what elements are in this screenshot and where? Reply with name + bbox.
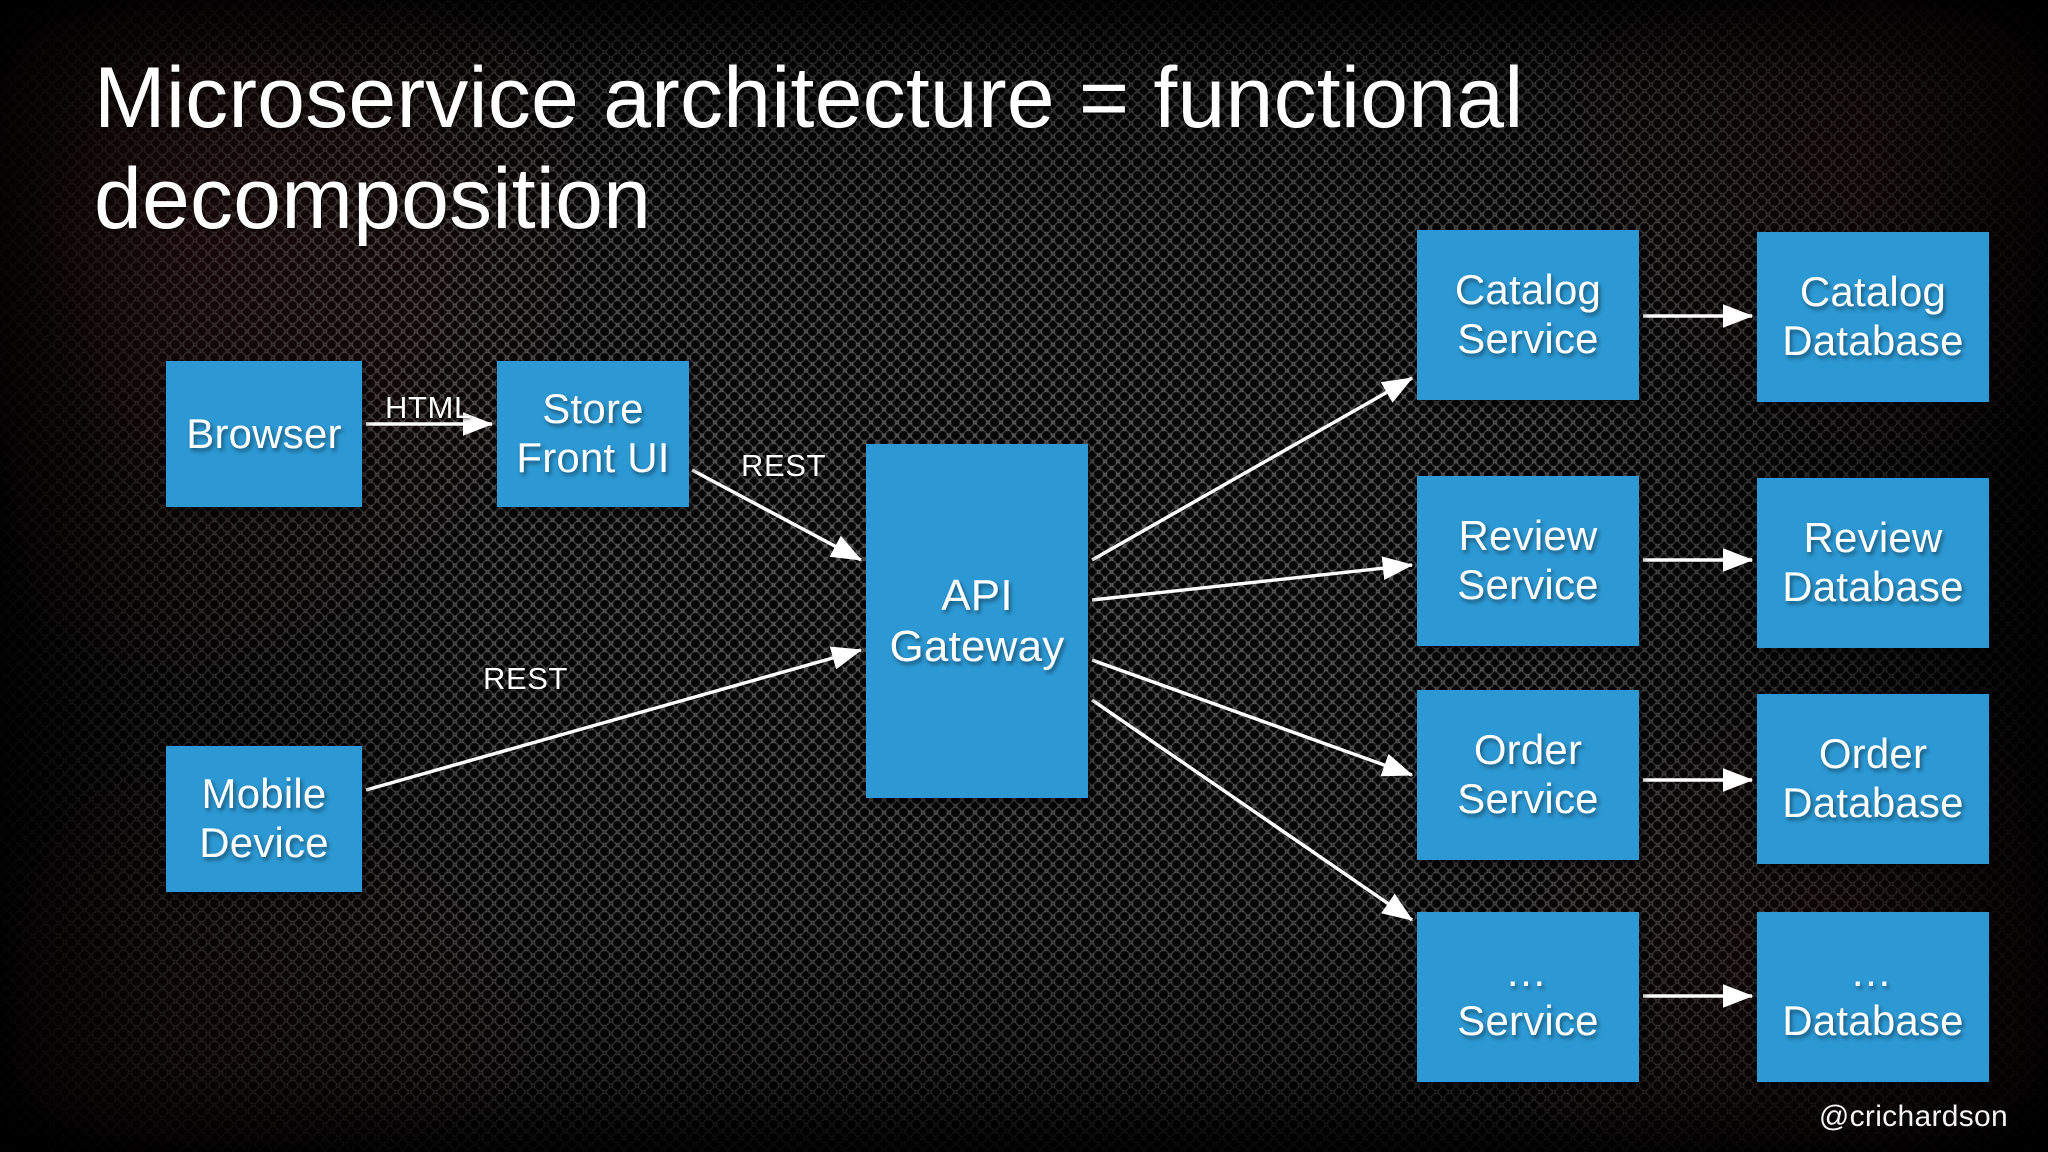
arrow-gateway-to-order-service xyxy=(1091,658,1414,777)
node-label-line: Front UI xyxy=(516,434,670,481)
node-label-line: Service xyxy=(1457,775,1599,822)
node-order-database[interactable]: Order Database xyxy=(1757,694,1989,864)
node-label-ellipsis: … xyxy=(1850,948,1896,996)
arrow-storefront-to-gateway xyxy=(691,468,863,562)
node-mobile-device[interactable]: Mobile Device xyxy=(166,746,362,892)
node-label-line: Mobile xyxy=(201,770,327,818)
node-catalog-database[interactable]: Catalog Database xyxy=(1757,232,1989,402)
node-label-line: Service xyxy=(1457,561,1599,608)
node-review-service[interactable]: Review Service xyxy=(1417,476,1639,646)
node-other-service[interactable]: … Service xyxy=(1417,912,1639,1082)
node-browser[interactable]: Browser xyxy=(166,361,362,507)
slide-title: Microservice architecture = functional d… xyxy=(94,50,1524,247)
node-store-front-ui[interactable]: Store Front UI xyxy=(497,361,689,507)
node-label-line: Review xyxy=(1458,512,1598,560)
node-label-line: Gateway xyxy=(889,622,1065,671)
arrow-gateway-to-catalog-service xyxy=(1091,376,1414,562)
node-order-service[interactable]: Order Service xyxy=(1417,690,1639,860)
author-handle: @crichardson xyxy=(1818,1100,2008,1133)
node-other-database[interactable]: … Database xyxy=(1757,912,1989,1082)
edge-label-rest-top: REST xyxy=(741,448,827,483)
node-label-line: Database xyxy=(1782,997,1964,1044)
arrow-gateway-to-other-service xyxy=(1091,698,1414,922)
node-label-line: Database xyxy=(1782,317,1964,364)
arrow-gateway-to-review-service xyxy=(1091,556,1414,602)
node-label-line: Service xyxy=(1457,997,1599,1044)
node-label-line: Catalog xyxy=(1454,266,1602,314)
edge-label-rest-bottom: REST xyxy=(483,661,569,696)
node-label-line: Order xyxy=(1473,726,1583,774)
node-label-line: Device xyxy=(199,819,329,866)
node-label-line: Database xyxy=(1782,779,1964,826)
node-label-line: Catalog xyxy=(1799,268,1947,316)
node-label-line: API xyxy=(941,570,1013,620)
node-label-line: Store xyxy=(542,385,644,433)
node-label-line: Database xyxy=(1782,563,1964,610)
edge-label-html: HTML xyxy=(385,390,472,425)
node-catalog-service[interactable]: Catalog Service xyxy=(1417,230,1639,400)
node-label-ellipsis: … xyxy=(1505,948,1551,996)
node-label-line: Service xyxy=(1457,315,1599,362)
node-label-line: Browser xyxy=(186,409,342,457)
node-label-line: Order xyxy=(1818,730,1928,778)
node-label-line: Review xyxy=(1803,514,1943,562)
node-api-gateway[interactable]: API Gateway xyxy=(866,444,1088,798)
node-review-database[interactable]: Review Database xyxy=(1757,478,1989,648)
arrow-mobile-to-gateway xyxy=(365,646,863,792)
